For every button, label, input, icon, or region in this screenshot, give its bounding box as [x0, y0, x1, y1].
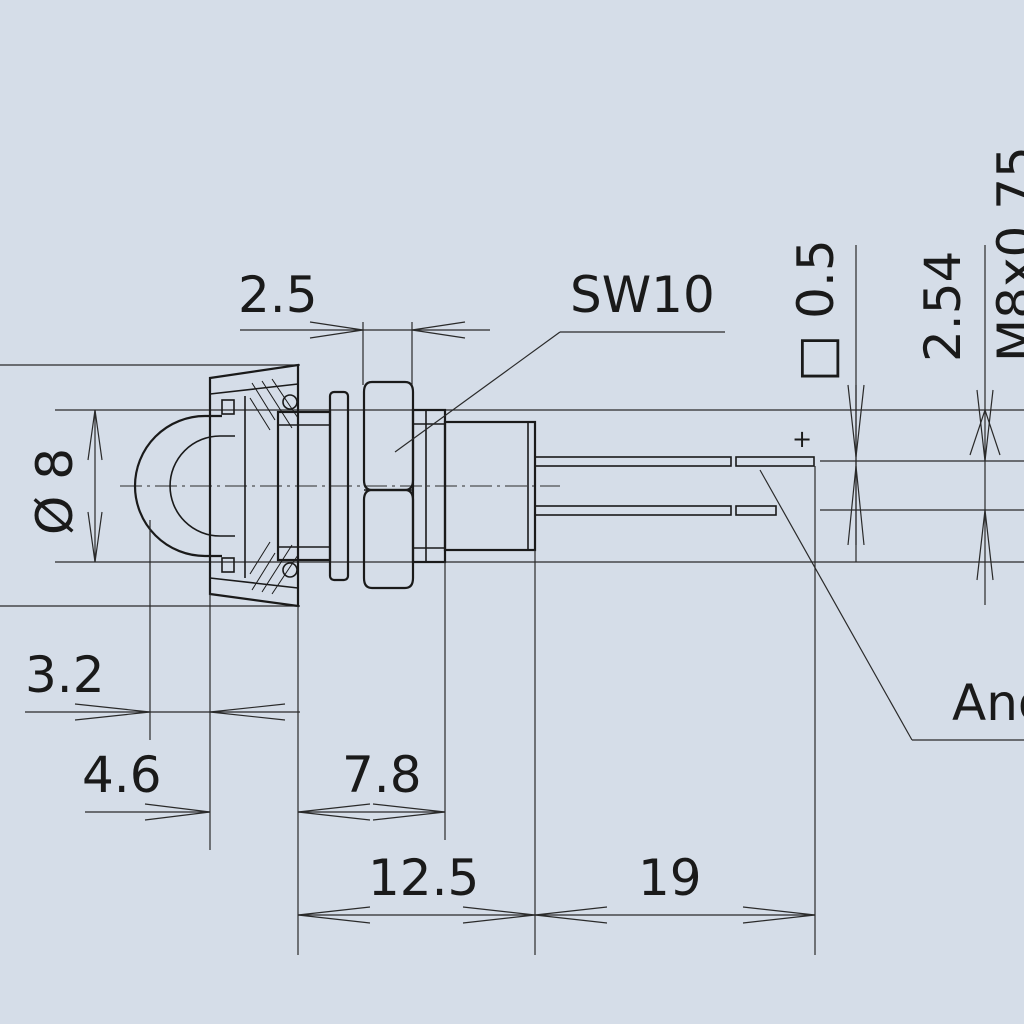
dimension-2-5: 2.5	[238, 266, 318, 324]
dimension-diameter-8: Ø 8	[26, 448, 84, 535]
dimension-2-54: 2.54	[914, 251, 972, 362]
label-anode: Anode	[952, 674, 1024, 732]
polarity-plus-mark: +	[792, 425, 812, 453]
dimension-lines	[25, 321, 1024, 924]
extension-lines	[149, 245, 986, 955]
dimension-3-2: 3.2	[25, 646, 105, 704]
dimension-12-5: 12.5	[368, 849, 479, 907]
led-holder-body	[133, 363, 815, 608]
dimension-thread-m8: M8x0.75	[987, 146, 1024, 362]
dimension-19: 19	[638, 849, 702, 907]
reference-lines	[0, 364, 1024, 607]
dimension-square-0-5: □ 0.5	[787, 239, 845, 382]
dimension-4-6: 4.6	[82, 746, 162, 804]
label-sw10: SW10	[570, 266, 715, 324]
dimension-7-8: 7.8	[342, 746, 422, 804]
